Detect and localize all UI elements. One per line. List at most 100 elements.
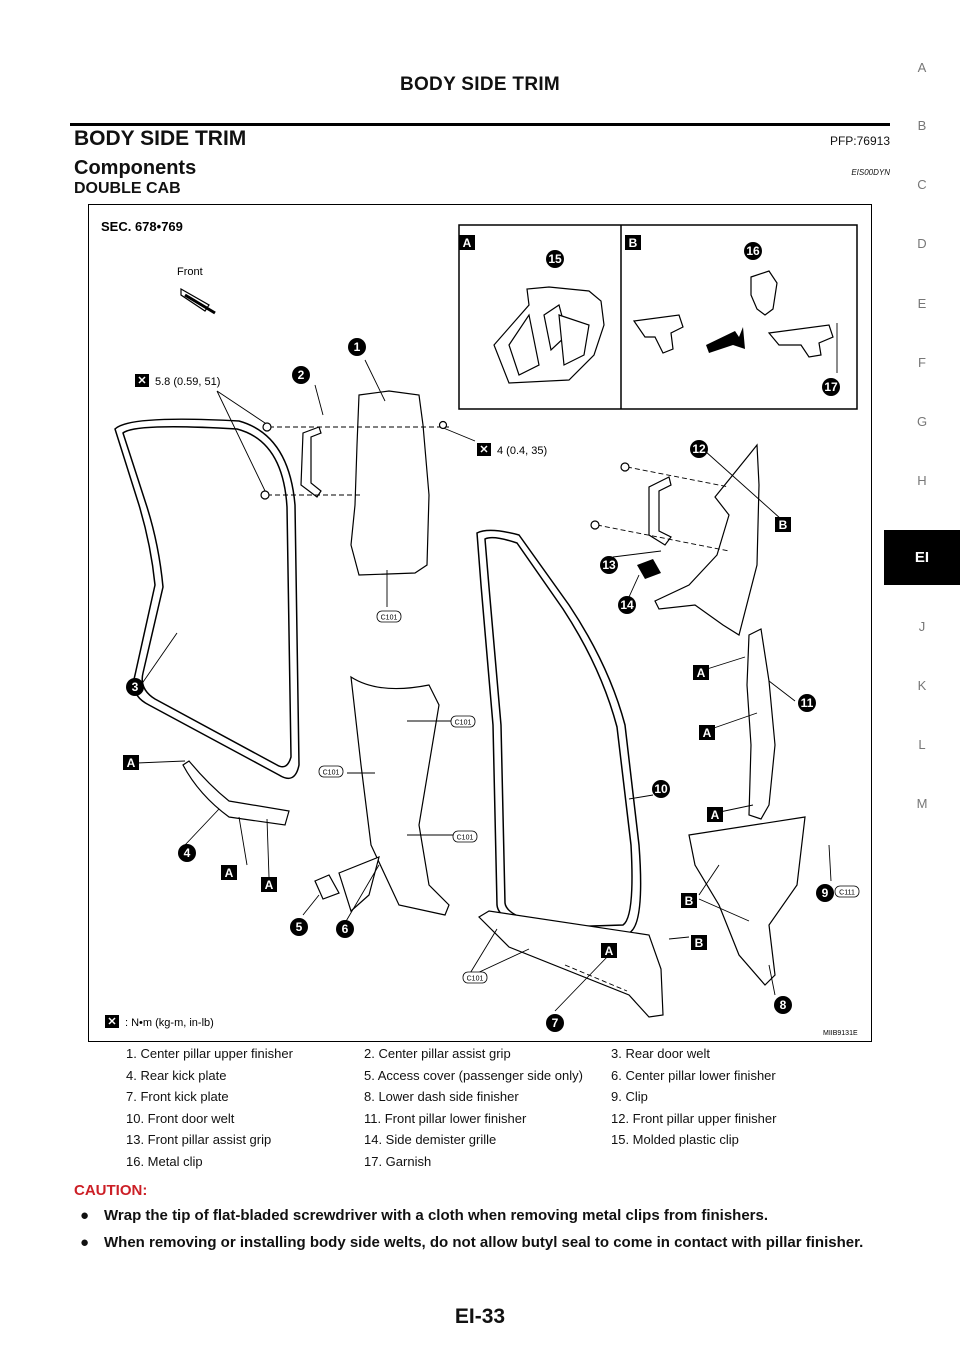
part-number-label: 5 bbox=[296, 920, 303, 934]
clip-code-label: C111 bbox=[839, 890, 855, 897]
detail-letter-label: A bbox=[463, 236, 472, 250]
side-index-item-l[interactable]: L bbox=[918, 737, 926, 752]
leader-5-6 bbox=[302, 864, 380, 924]
side-index-item-k[interactable]: K bbox=[917, 678, 927, 693]
caution-text: When removing or installing body side we… bbox=[104, 1234, 864, 1251]
side-index-item-f[interactable]: F bbox=[918, 355, 926, 370]
clip-code-tag: C101 bbox=[452, 830, 478, 843]
side-index-item-b[interactable]: B bbox=[917, 118, 927, 133]
screw-icon bbox=[438, 420, 448, 430]
bullet-icon: ● bbox=[80, 1234, 90, 1251]
part-marker-11: 11 bbox=[798, 694, 816, 712]
screw-icon bbox=[260, 490, 270, 500]
page-header: BODY SIDE TRIM bbox=[399, 74, 561, 95]
side-index-item-h[interactable]: H bbox=[917, 473, 927, 488]
detail-letter-label: B bbox=[629, 236, 638, 250]
leader-4 bbox=[136, 760, 270, 878]
part-number-label: 16 bbox=[746, 244, 760, 258]
detail-letter-label: A bbox=[127, 756, 136, 770]
legend-item: 8. Lower dash side finisher bbox=[364, 1089, 519, 1104]
detail-letter-label: A bbox=[265, 878, 274, 892]
detail-marker-a: A bbox=[601, 943, 617, 958]
torque-icon bbox=[477, 443, 491, 456]
part-number-label: 2 bbox=[298, 368, 305, 382]
front-door-welt-inner bbox=[484, 536, 633, 928]
front-pillar-upper-finisher bbox=[654, 443, 760, 636]
part-number-label: 3 bbox=[132, 680, 139, 694]
detail-marker-a: A bbox=[221, 865, 237, 880]
part-number-label: 15 bbox=[548, 252, 562, 266]
clip-code-tag: C101 bbox=[450, 715, 476, 728]
section-title: BODY SIDE TRIM bbox=[74, 127, 247, 150]
side-index-item-e[interactable]: E bbox=[917, 296, 927, 311]
part-marker-3: 3 bbox=[126, 678, 144, 696]
leader-1 bbox=[364, 359, 386, 402]
side-index-item-c[interactable]: C bbox=[917, 177, 927, 192]
side-index-item-j[interactable]: J bbox=[918, 619, 926, 634]
part-marker-1: 1 bbox=[348, 338, 366, 356]
screw-icon bbox=[590, 520, 600, 530]
caution-title: CAUTION: bbox=[74, 1182, 148, 1199]
legend-item: 11. Front pillar lower finisher bbox=[364, 1110, 527, 1126]
torque-icon bbox=[105, 1015, 119, 1028]
legend-item: 15. Molded plastic clip bbox=[611, 1132, 739, 1147]
detail-letter-label: B bbox=[779, 518, 788, 532]
access-cover bbox=[314, 874, 340, 900]
front-pillar-lower-finisher bbox=[746, 628, 776, 820]
leader-13-14 bbox=[612, 550, 662, 598]
part-number-label: 7 bbox=[552, 1016, 559, 1030]
center-pillar-part bbox=[338, 856, 380, 913]
detail-letter-label: B bbox=[685, 894, 694, 908]
detail-letter-label: A bbox=[605, 944, 614, 958]
leader-10 bbox=[628, 794, 654, 800]
clip-code-tag: C101 bbox=[462, 971, 488, 984]
detail-marker-b: B bbox=[681, 893, 697, 908]
part-marker-8: 8 bbox=[774, 996, 792, 1014]
detail-letter-label: B bbox=[695, 936, 704, 950]
leader-3 bbox=[140, 632, 178, 686]
part-marker-15: 15 bbox=[546, 250, 564, 268]
legend-item: 16. Metal clip bbox=[126, 1153, 203, 1169]
part-number-label: 11 bbox=[801, 696, 814, 710]
part-marker-12: 12 bbox=[690, 440, 708, 458]
side-index-item-ei[interactable]: EI bbox=[884, 530, 960, 585]
components-code: EIS00DYN bbox=[851, 168, 890, 177]
rear-door-welt-inner bbox=[122, 426, 292, 768]
sec-label: SEC. 678•769 bbox=[101, 219, 183, 234]
part-marker-13: 13 bbox=[600, 556, 618, 574]
legend-item: 2. Center pillar assist grip bbox=[364, 1046, 511, 1061]
torque-spec-2: 4 (0.4, 35) bbox=[497, 445, 547, 457]
center-pillar-upper-finisher bbox=[350, 390, 430, 576]
clip-code-tag: C111 bbox=[834, 885, 860, 898]
rear-kick-plate bbox=[182, 760, 290, 826]
side-index-item-a[interactable]: A bbox=[917, 60, 927, 75]
front-arrow-shaft bbox=[184, 293, 216, 315]
legend-item: 12. Front pillar upper finisher bbox=[611, 1110, 777, 1126]
image-code: MIIB9131E bbox=[823, 1030, 858, 1037]
rear-door-welt bbox=[114, 418, 300, 780]
leader-12-b bbox=[704, 450, 782, 520]
part-number-label: 6 bbox=[342, 922, 349, 936]
side-index-item-d[interactable]: D bbox=[917, 236, 927, 251]
legend-item: 1. Center pillar upper finisher bbox=[126, 1046, 293, 1061]
legend-item: 13. Front pillar assist grip bbox=[126, 1132, 272, 1147]
side-index-item-m[interactable]: M bbox=[916, 796, 928, 811]
page-number: EI-33 bbox=[454, 1305, 506, 1328]
caution-block: CAUTION: ● Wrap the tip of flat-bladed s… bbox=[74, 1182, 894, 1253]
part-number-label: 17 bbox=[824, 380, 838, 394]
part-marker-4: 4 bbox=[178, 844, 196, 862]
detail-marker-a: A bbox=[693, 665, 709, 680]
legend-item: 6. Center pillar lower finisher bbox=[611, 1067, 776, 1083]
part-number-label: 9 bbox=[822, 886, 829, 900]
detail-b-drawing bbox=[632, 270, 838, 373]
side-index-item-g[interactable]: G bbox=[916, 414, 928, 429]
legend-item: 9. Clip bbox=[611, 1089, 648, 1104]
clip-code-label: C101 bbox=[467, 976, 484, 983]
caution-text: Wrap the tip of flat-bladed screwdriver … bbox=[104, 1207, 769, 1224]
center-pillar-lower-finisher bbox=[350, 675, 450, 916]
